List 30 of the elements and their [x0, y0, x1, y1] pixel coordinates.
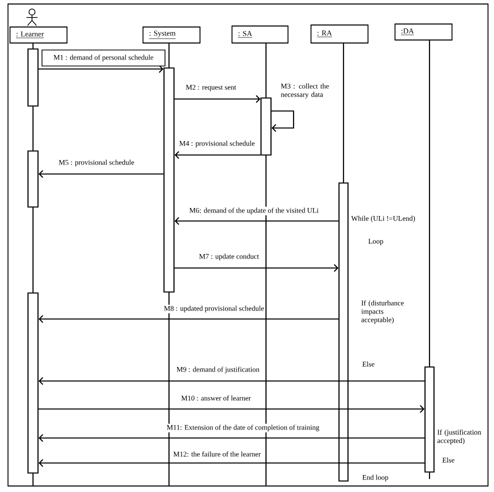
lifeline	[428, 40, 430, 366]
lifeline	[428, 472, 430, 479]
activation-bar	[424, 366, 435, 473]
message-arrow	[38, 434, 424, 442]
lifeline	[32, 43, 34, 48]
activation-bar	[163, 67, 175, 293]
message-arrow	[38, 170, 164, 178]
lifeline	[32, 106, 34, 150]
message-arrow	[38, 377, 424, 385]
activation-bar	[27, 292, 39, 474]
activation-bar	[260, 97, 272, 156]
message-arrow	[38, 65, 164, 73]
lifeline	[32, 474, 34, 486]
message-arrow	[38, 315, 338, 323]
lifeline	[168, 43, 170, 68]
message-arrow	[174, 217, 338, 225]
lifeline	[168, 292, 170, 486]
activation-bar	[338, 182, 349, 482]
message-arrow	[38, 405, 424, 413]
activation-bar	[27, 48, 39, 107]
message-arrow	[38, 459, 424, 467]
lifeline	[32, 208, 34, 292]
message-arrow	[174, 264, 338, 272]
message-arrow	[174, 151, 260, 159]
activation-bar	[27, 150, 39, 208]
lifeline	[265, 156, 267, 486]
lifeline	[342, 43, 344, 182]
lifeline	[265, 43, 267, 98]
message-arrow	[174, 95, 260, 103]
self-message-arrow	[272, 110, 294, 132]
